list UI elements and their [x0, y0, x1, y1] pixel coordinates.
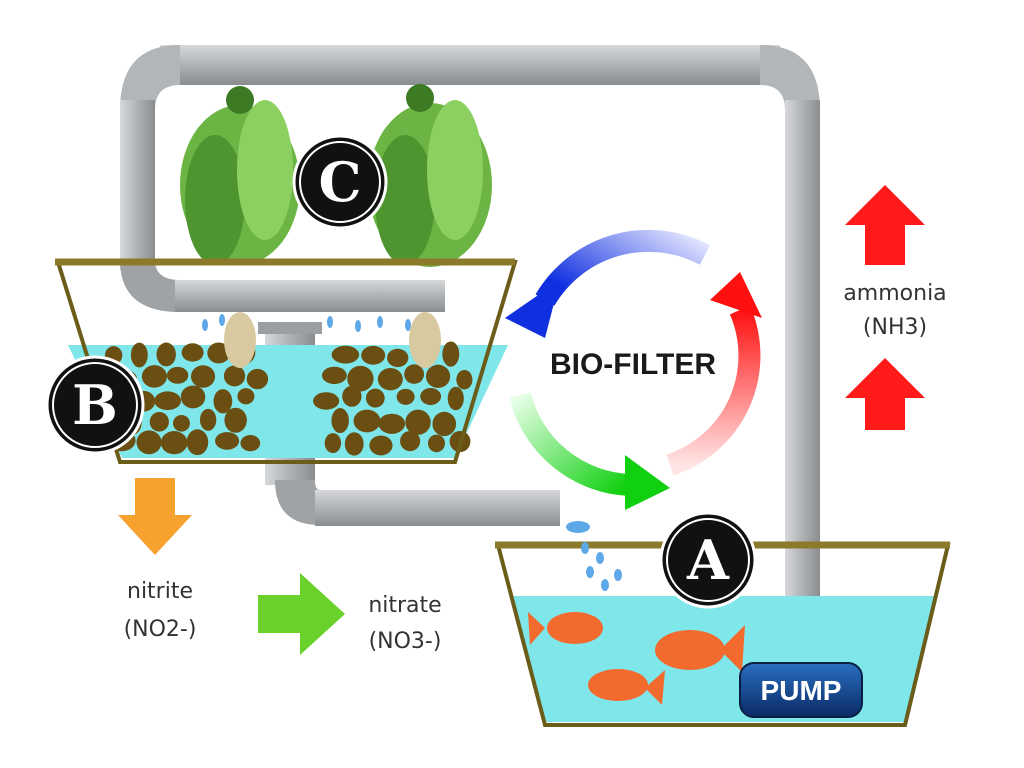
nitrate-formula: (NO3-) — [369, 629, 442, 654]
clay-pebble — [166, 366, 189, 384]
pump-label: PUMP — [761, 675, 842, 706]
clay-pebble — [313, 392, 340, 410]
ammonia-label: ammonia — [843, 281, 946, 306]
badge-c: C — [292, 134, 388, 230]
clay-pebble — [353, 409, 381, 433]
clay-pebble — [149, 412, 169, 432]
badge-b: B — [45, 355, 145, 455]
lettuce-icon — [180, 86, 300, 265]
clay-pebble — [156, 342, 176, 367]
clay-pebble — [190, 365, 216, 388]
biofilter-label: BIO-FILTER — [550, 348, 716, 381]
clay-pebble — [377, 367, 403, 391]
up-arrow-icon — [845, 358, 925, 430]
clay-pebble — [331, 408, 349, 434]
clay-pebble — [331, 345, 360, 364]
clay-pebble — [387, 348, 409, 368]
clay-pebble — [237, 388, 255, 405]
clay-pebble — [396, 388, 415, 405]
fish-icon — [655, 625, 745, 672]
clay-pebble — [223, 365, 246, 387]
clay-pebble — [199, 408, 217, 431]
clay-pebble — [154, 391, 182, 411]
clay-pebble — [136, 430, 162, 455]
clay-pebble — [130, 342, 148, 368]
badge-b-label: B — [72, 373, 118, 437]
clay-pebble — [181, 343, 204, 362]
clay-pebble — [456, 369, 473, 390]
nitrite-formula: (NO2-) — [124, 617, 197, 642]
fish-icon — [528, 612, 603, 645]
clay-pebble — [378, 413, 406, 434]
clay-pebble — [321, 366, 347, 385]
clay-pebble — [240, 435, 261, 452]
nitrite-label: nitrite — [127, 579, 193, 604]
right-arrow-icon — [258, 573, 345, 655]
pump-icon: PUMP — [739, 662, 863, 718]
clay-pebble — [420, 387, 442, 406]
clay-pebble — [342, 385, 362, 407]
clay-pebble — [347, 365, 374, 392]
clay-pebble — [141, 365, 167, 388]
clay-pebble — [369, 435, 393, 456]
clay-pebble — [160, 431, 188, 455]
clay-pebble — [365, 388, 385, 408]
clay-pebble — [213, 389, 233, 414]
clay-pebble — [324, 433, 342, 454]
clay-pebble — [405, 409, 431, 435]
clay-pebble — [186, 429, 209, 456]
clay-pebble — [224, 407, 247, 433]
down-arrow-icon — [118, 478, 192, 555]
clay-pebble — [425, 364, 451, 389]
nitrate-label: nitrate — [368, 593, 441, 618]
clay-pebble — [427, 434, 445, 453]
clay-pebble — [400, 430, 421, 452]
badge-a-label: A — [686, 528, 730, 592]
ammonia-formula: (NH3) — [863, 315, 927, 340]
clay-pebble — [207, 342, 231, 364]
clay-pebble — [215, 432, 240, 450]
water-drops — [202, 314, 622, 591]
clay-pebble — [172, 414, 190, 432]
fish-icon — [588, 669, 665, 705]
clay-pebble — [246, 368, 269, 390]
clay-pebble — [442, 341, 460, 367]
clay-pebble — [447, 386, 464, 411]
clay-pebble — [180, 385, 206, 409]
clay-pebble — [404, 364, 425, 384]
cycle-arrows-icon: BIO-FILTER — [505, 229, 762, 510]
badge-c-label: C — [319, 150, 362, 214]
clay-pebble — [361, 345, 386, 365]
badge-a: A — [659, 511, 757, 609]
clay-pebble — [344, 432, 364, 456]
lettuce-icon — [368, 84, 492, 267]
clay-pebble — [432, 411, 457, 437]
up-arrow-icon — [845, 185, 925, 265]
